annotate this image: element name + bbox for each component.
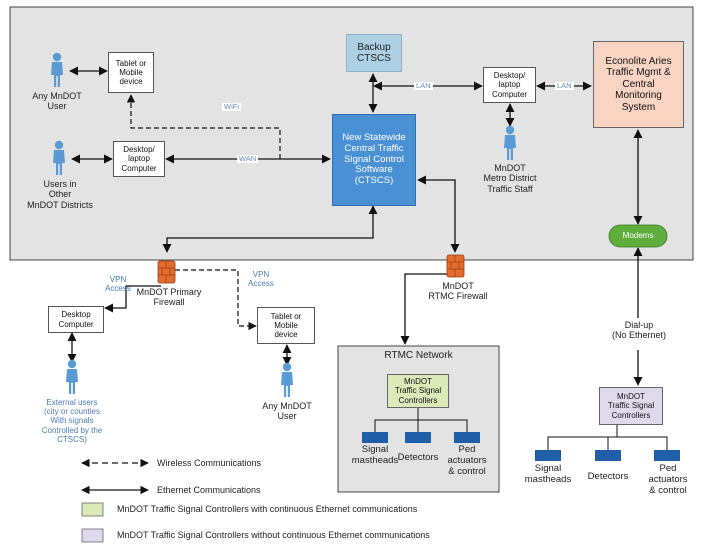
legend-wireless-label: Wireless Communications [157,458,262,468]
rtmc-masthead-label: Signal mastheads [351,444,399,466]
rtmc-masthead-device [362,432,388,443]
legend-purple-swatch [81,528,104,543]
dialup-controllers-box: MnDOT Traffic Signal Controllers [599,387,663,425]
dialup-detector-device [595,450,621,461]
wifi-label: WiFi [222,102,241,111]
desktop-left-box: Desktop/ laptop Computer [113,141,165,177]
metro-staff-label: MnDOT Metro District Traffic Staff [483,163,537,194]
dialup-ped-label: Ped actuators & control [648,463,688,496]
any-user-top-label: Any MnDOT User [32,91,82,112]
backup-ctscs-box: Backup CTSCS [346,34,402,72]
rtmc-firewall-label: MnDOT RTMC Firewall [428,281,488,302]
lan-left-label: LAN [414,81,433,90]
dialup-masthead-label: Signal mastheads [524,463,572,485]
legend-green-label: MnDOT Traffic Signal Controllers with co… [117,504,418,514]
rtmc-ped-device [454,432,480,443]
link-vpn-tablet [175,269,257,331]
link-wifi [126,94,281,159]
rtmc-controllers-box: MnDOT Traffic Signal Controllers [387,374,449,408]
any-user-bottom-icon [281,362,293,397]
desktop-external-box: Desktop Computer [48,306,104,333]
tablet-top-box: Tablet or Mobile device [108,52,154,93]
link-ctscs-rtmc-firewall [417,175,460,253]
lan-right-label: LAN [555,81,574,90]
rtmc-detector-label: Detectors [397,452,439,463]
vpn-right-label: VPN Access [248,270,274,289]
dialup-masthead-device [535,450,561,461]
legend-ethernet-label: Ethernet Communications [157,485,261,495]
other-districts-label: Users in Other MnDOT Districts [27,179,93,210]
external-user-icon [66,359,78,394]
dialup-label: Dial-up (No Ethernet) [604,320,674,341]
tablet-bottom-box: Tablet or Mobile device [257,307,315,344]
dialup-ped-device [654,450,680,461]
primary-firewall-icon [157,260,176,284]
legend-green-swatch [81,502,104,517]
modems-pill [608,224,668,248]
legend-purple-label: MnDOT Traffic Signal Controllers without… [117,530,430,540]
rtmc-network-title: RTMC Network [384,350,453,361]
rtmc-firewall-icon [446,254,465,278]
wan-label: WAN [237,154,259,163]
link-ctscs-primary-firewall [162,205,378,253]
link-primary-firewall-desktop [104,285,161,313]
any-user-bottom-label: Any MnDOT User [262,401,312,422]
primary-firewall-label: MnDOT Primary Firewall [136,287,202,308]
external-users-label: External users (city or counties With si… [41,398,103,444]
ctscs-box: New Statewide Central Traffic Signal Con… [332,114,416,206]
link-rtmc-firewall-network [400,273,450,345]
desktop-metro-box: Desktop/ laptop Computer [483,67,536,103]
rtmc-ped-label: Ped actuators & control [447,444,487,477]
aries-box: Econolite Aries Traffic Mgmt & Central M… [593,41,684,128]
rtmc-detector-device [405,432,431,443]
modems-label: Modems [622,231,654,240]
dialup-detector-label: Detectors [587,471,629,482]
vpn-left-label: VPN Access [105,275,131,294]
